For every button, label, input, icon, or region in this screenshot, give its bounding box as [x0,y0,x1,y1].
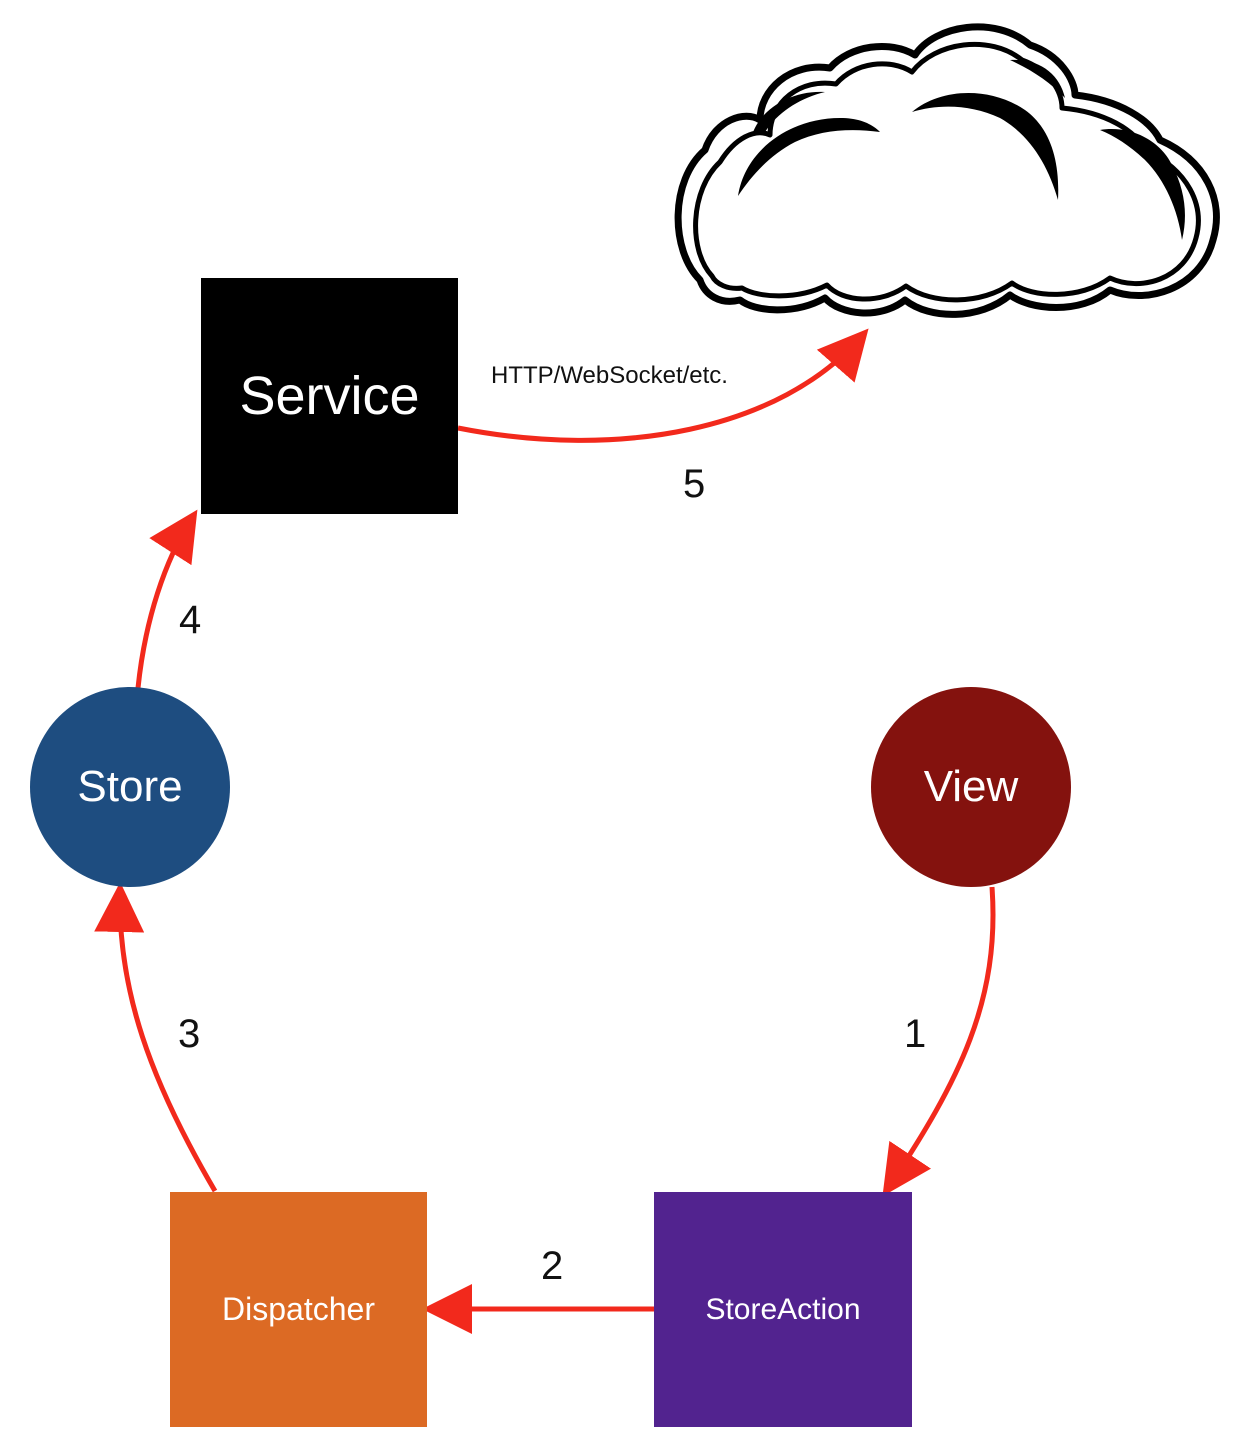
step-1-label: 1 [904,1012,927,1056]
step-4-label: 4 [179,598,202,642]
step-5-label: 5 [683,462,706,506]
edge-view-to-storeaction [882,886,996,1197]
view-node: View [871,687,1071,887]
service-node: Service [201,278,458,514]
step-3-label: 3 [178,1012,201,1056]
edge-caption-transport: HTTP/WebSocket/etc. [491,362,728,389]
dispatcher-label: Dispatcher [222,1291,375,1327]
dispatcher-node: Dispatcher [170,1192,427,1427]
store-node: Store [30,687,230,887]
storeaction-label: StoreAction [705,1292,861,1326]
edge-dispatcher-to-store [94,882,218,1193]
store-label: Store [77,762,183,811]
view-label: View [923,762,1019,811]
edge-store-to-service [135,509,198,689]
step-2-label: 2 [541,1244,564,1288]
edge-service-to-cloud [457,328,869,443]
storeaction-node: StoreAction [654,1192,912,1427]
service-label: Service [239,366,420,426]
